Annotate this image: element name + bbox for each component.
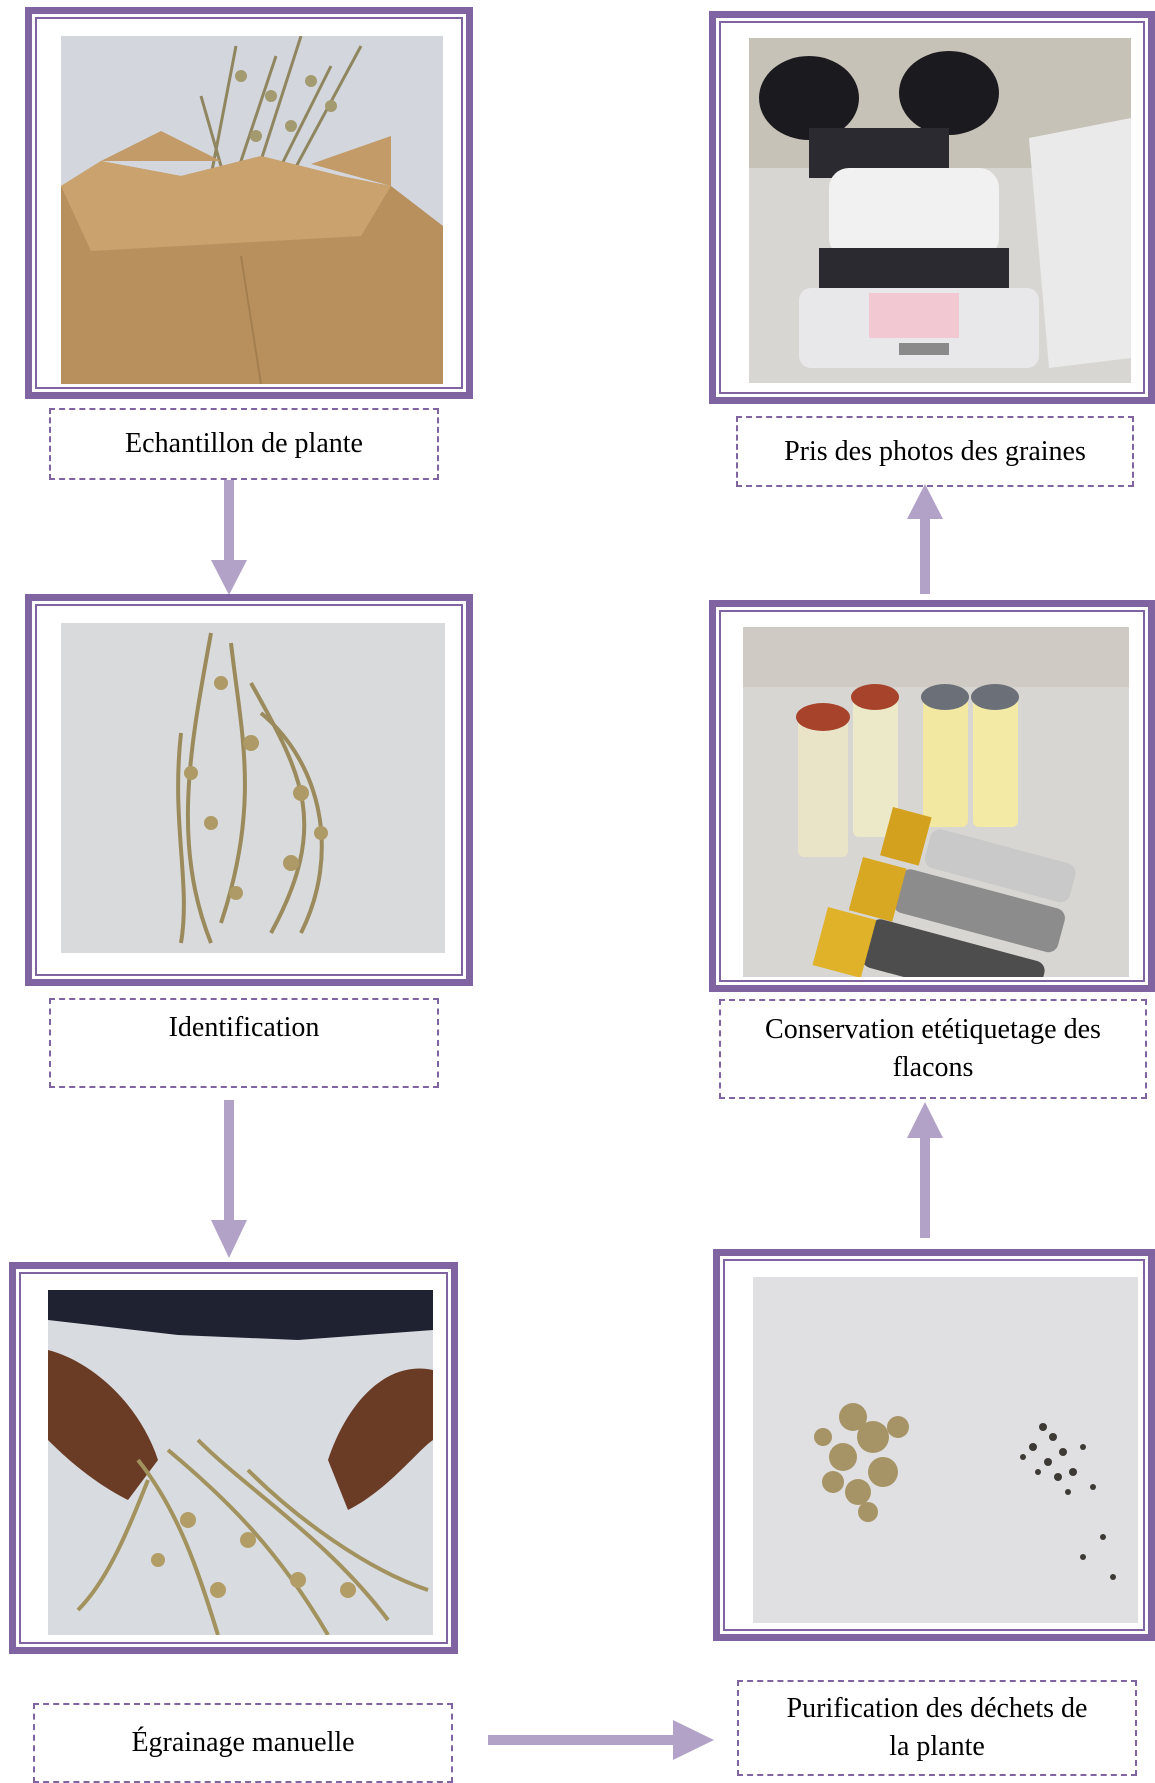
- arrow-down-2: [209, 1100, 249, 1258]
- photo-dried-plant-on-table: [61, 623, 445, 953]
- step-label-echantillon: Echantillon de plante: [49, 408, 439, 480]
- photo-paper-bag-with-dried-plant: [61, 36, 443, 384]
- photo-hands-rubbing-plant: [48, 1290, 433, 1635]
- step-label-purification: Purification des déchets de la plante: [737, 1680, 1137, 1776]
- photo-frame-identification: [25, 594, 473, 986]
- step-label-conservation: Conservation etétiquetage des flacons: [719, 999, 1147, 1099]
- label-text-line2: la plante: [889, 1728, 985, 1766]
- arrow-down-1: [209, 480, 249, 595]
- label-text: Égrainage manuelle: [131, 1724, 354, 1762]
- photo-frame-egrainage: [9, 1262, 458, 1654]
- photo-frame-echantillon: [25, 7, 473, 399]
- photo-stereo-microscope: [749, 38, 1131, 383]
- arrow-up-1: [905, 484, 945, 594]
- label-text: Echantillon de plante: [125, 425, 363, 463]
- label-text-line2: flacons: [893, 1049, 974, 1087]
- arrow-right: [488, 1718, 714, 1762]
- step-label-egrainage: Égrainage manuelle: [33, 1703, 453, 1783]
- label-text-line1: Purification des déchets de: [787, 1690, 1088, 1728]
- photo-frame-conservation: [709, 600, 1155, 992]
- label-text-line1: Conservation etétiquetage des: [765, 1011, 1101, 1049]
- label-text: Identification: [169, 1009, 320, 1047]
- photo-frame-photos: [709, 11, 1155, 404]
- photo-separated-seeds-and-chaff: [753, 1277, 1138, 1623]
- label-text: Pris des photos des graines: [784, 433, 1086, 471]
- arrow-up-2: [905, 1102, 945, 1238]
- step-label-identification: Identification: [49, 998, 439, 1088]
- photo-labeled-seed-vials: [743, 627, 1129, 977]
- step-label-photos: Pris des photos des graines: [736, 416, 1134, 487]
- photo-frame-purification: [713, 1249, 1155, 1641]
